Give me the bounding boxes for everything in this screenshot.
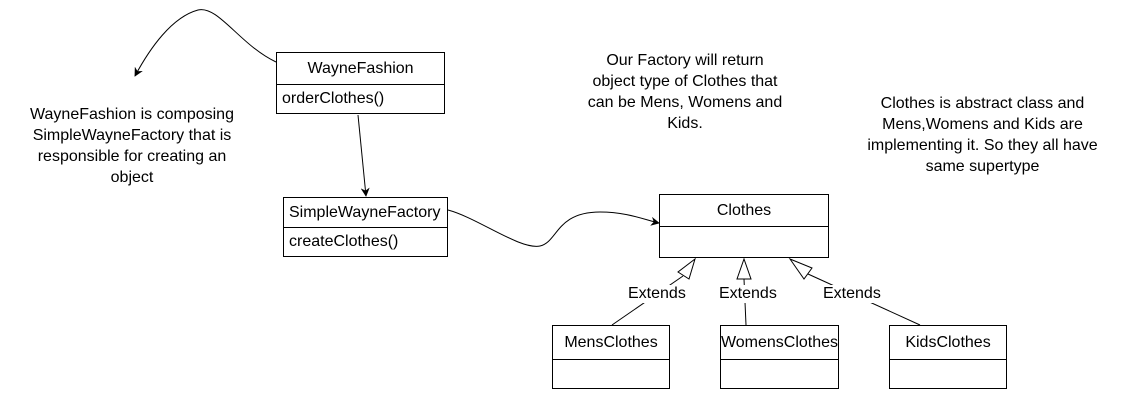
- clothes-class[interactable]: Clothes: [659, 194, 829, 258]
- mens-clothes-class-name: MensClothes: [553, 326, 669, 360]
- wayne-fashion-class-name: WayneFashion: [277, 53, 444, 85]
- factory-to-clothes-arrow: [447, 209, 660, 247]
- womens-clothes-class-body: [721, 360, 838, 388]
- clothes-class-body: [660, 227, 828, 257]
- womens-inheritance-arrowhead: [736, 257, 752, 280]
- womens-clothes-class[interactable]: WomensClothes: [720, 325, 839, 389]
- factory-return-note: Our Factory will return object type of C…: [587, 52, 783, 132]
- wayne-fashion-class[interactable]: WayneFashion orderClothes(): [276, 52, 445, 114]
- womens-extends-label: Extends: [718, 285, 778, 303]
- mens-clothes-class-body: [553, 360, 669, 388]
- mens-inheritance-arrowhead: [677, 257, 696, 280]
- wayne-fashion-method: orderClothes(): [282, 90, 385, 107]
- womens-clothes-class-name: WomensClothes: [721, 326, 838, 360]
- kids-clothes-class-name: KidsClothes: [890, 326, 1006, 360]
- simple-wayne-factory-class[interactable]: SimpleWayneFactory createClothes(): [283, 197, 448, 257]
- kids-clothes-class[interactable]: KidsClothes: [889, 325, 1007, 389]
- mens-clothes-class[interactable]: MensClothes: [552, 325, 670, 389]
- clothes-class-name: Clothes: [660, 195, 828, 227]
- kids-clothes-class-body: [890, 360, 1006, 388]
- abstract-class-note: Clothes is abstract class and Mens,Women…: [867, 95, 1098, 175]
- kids-inheritance-arrowhead: [788, 257, 813, 280]
- composition-note: WayneFashion is composing SimpleWayneFac…: [30, 106, 234, 186]
- mens-extends-label: Extends: [627, 285, 687, 303]
- simple-wayne-factory-class-name: SimpleWayneFactory: [284, 198, 447, 228]
- kids-extends-label: Extends: [822, 285, 882, 303]
- simple-wayne-factory-method: createClothes(): [289, 233, 399, 250]
- composition-arrow: [357, 114, 370, 197]
- wayne-fashion-curved-arrow: [134, 9, 277, 77]
